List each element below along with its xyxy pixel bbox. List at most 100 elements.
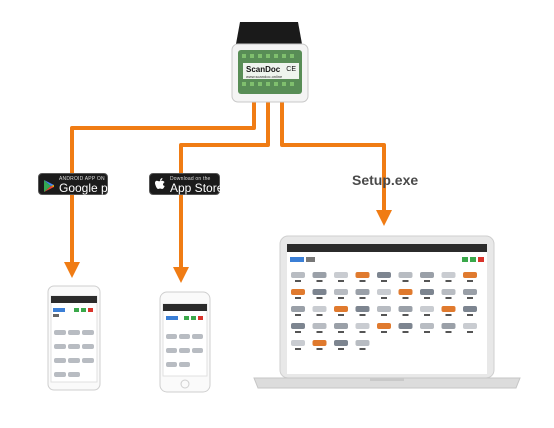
- car-thumbnail: [420, 272, 434, 278]
- car-thumbnail: [441, 306, 456, 312]
- car-thumbnail: [334, 306, 348, 312]
- car-caption: [381, 297, 387, 299]
- car-thumbnail: [463, 272, 477, 278]
- car-caption: [359, 297, 366, 299]
- car-thumbnail: [355, 289, 370, 295]
- car-thumbnail: [291, 289, 305, 295]
- car-caption: [402, 280, 409, 282]
- car-caption: [295, 297, 301, 299]
- car-thumbnail: [312, 272, 327, 278]
- car-thumbnail: [398, 289, 413, 295]
- apple-icon: [154, 178, 166, 196]
- laptop: [253, 235, 521, 389]
- car-caption: [445, 297, 452, 299]
- car-thumbnail: [398, 323, 413, 329]
- obd-scanner-device: [231, 22, 309, 103]
- car-thumbnail: [355, 306, 370, 312]
- line-to-ios: [173, 100, 270, 283]
- car-thumbnail: [420, 289, 434, 295]
- car-thumbnail: [377, 289, 391, 295]
- car-caption: [424, 331, 430, 333]
- car-thumbnail: [291, 272, 305, 278]
- car-thumbnail: [463, 323, 477, 329]
- device-label: ScanDoc www.scandoc.online CE: [243, 64, 299, 80]
- car-thumbnail: [441, 272, 456, 278]
- car-thumbnail: [312, 306, 327, 312]
- car-caption: [338, 348, 344, 350]
- car-caption: [424, 297, 430, 299]
- car-caption: [338, 280, 344, 282]
- google-play-badge[interactable]: ANDROID APP ON Google play: [38, 173, 123, 197]
- car-thumbnail: [420, 306, 434, 312]
- car-caption: [359, 331, 366, 333]
- car-thumbnail: [377, 272, 391, 278]
- car-caption: [316, 348, 323, 350]
- car-thumbnail: [355, 272, 370, 278]
- app-store-badge[interactable]: Download on the App Store: [149, 173, 224, 196]
- car-thumbnail: [420, 323, 434, 329]
- google-play-big-text: Google play: [59, 181, 124, 195]
- car-caption: [445, 314, 452, 316]
- car-caption: [359, 314, 366, 316]
- car-thumbnail: [355, 323, 370, 329]
- car-caption: [445, 280, 452, 282]
- car-caption: [316, 331, 323, 333]
- connector-lines: [64, 100, 392, 283]
- car-thumbnail: [291, 340, 305, 346]
- setup-exe-label: Setup.exe: [352, 172, 419, 188]
- car-caption: [316, 314, 323, 316]
- car-thumbnail: [377, 306, 391, 312]
- car-thumbnail: [334, 323, 348, 329]
- car-caption: [402, 331, 409, 333]
- car-caption: [467, 297, 473, 299]
- car-thumbnail: [398, 272, 413, 278]
- car-thumbnail: [441, 289, 456, 295]
- car-thumbnail: [377, 323, 391, 329]
- car-caption: [359, 280, 366, 282]
- car-thumbnail: [441, 323, 456, 329]
- car-thumbnail: [398, 306, 413, 312]
- car-caption: [338, 331, 344, 333]
- car-caption: [381, 280, 387, 282]
- car-thumbnail: [334, 272, 348, 278]
- car-caption: [381, 314, 387, 316]
- car-thumbnail: [463, 306, 477, 312]
- car-caption: [424, 280, 430, 282]
- car-caption: [295, 331, 301, 333]
- car-caption: [402, 297, 409, 299]
- app-store-small-text: Download on the: [170, 176, 211, 182]
- car-caption: [316, 297, 323, 299]
- car-caption: [381, 331, 387, 333]
- car-caption: [467, 280, 473, 282]
- car-thumbnail: [334, 340, 348, 346]
- android-phone: [47, 285, 101, 391]
- car-caption: [467, 314, 473, 316]
- line-to-desktop: [280, 100, 392, 226]
- google-play-icon: [44, 179, 55, 197]
- car-caption: [338, 297, 344, 299]
- car-caption: [402, 314, 409, 316]
- car-caption: [295, 348, 301, 350]
- car-caption: [467, 331, 473, 333]
- iphone: [159, 291, 211, 393]
- device-brand: ScanDoc: [246, 65, 281, 74]
- car-thumbnail: [312, 340, 327, 346]
- car-caption: [295, 280, 301, 282]
- car-thumbnail: [463, 289, 477, 295]
- ce-mark: CE: [286, 66, 296, 73]
- car-caption: [445, 331, 452, 333]
- car-caption: [338, 314, 344, 316]
- app-store-big-text: App Store: [170, 181, 224, 195]
- car-caption: [424, 314, 430, 316]
- car-thumbnail: [291, 306, 305, 312]
- car-thumbnail: [312, 323, 327, 329]
- car-caption: [316, 280, 323, 282]
- car-caption: [295, 314, 301, 316]
- car-caption: [359, 348, 366, 350]
- car-thumbnail: [355, 340, 370, 346]
- device-website: www.scandoc.online: [246, 74, 283, 79]
- line-to-android: [64, 100, 256, 278]
- car-thumbnail: [334, 289, 348, 295]
- car-thumbnail: [312, 289, 327, 295]
